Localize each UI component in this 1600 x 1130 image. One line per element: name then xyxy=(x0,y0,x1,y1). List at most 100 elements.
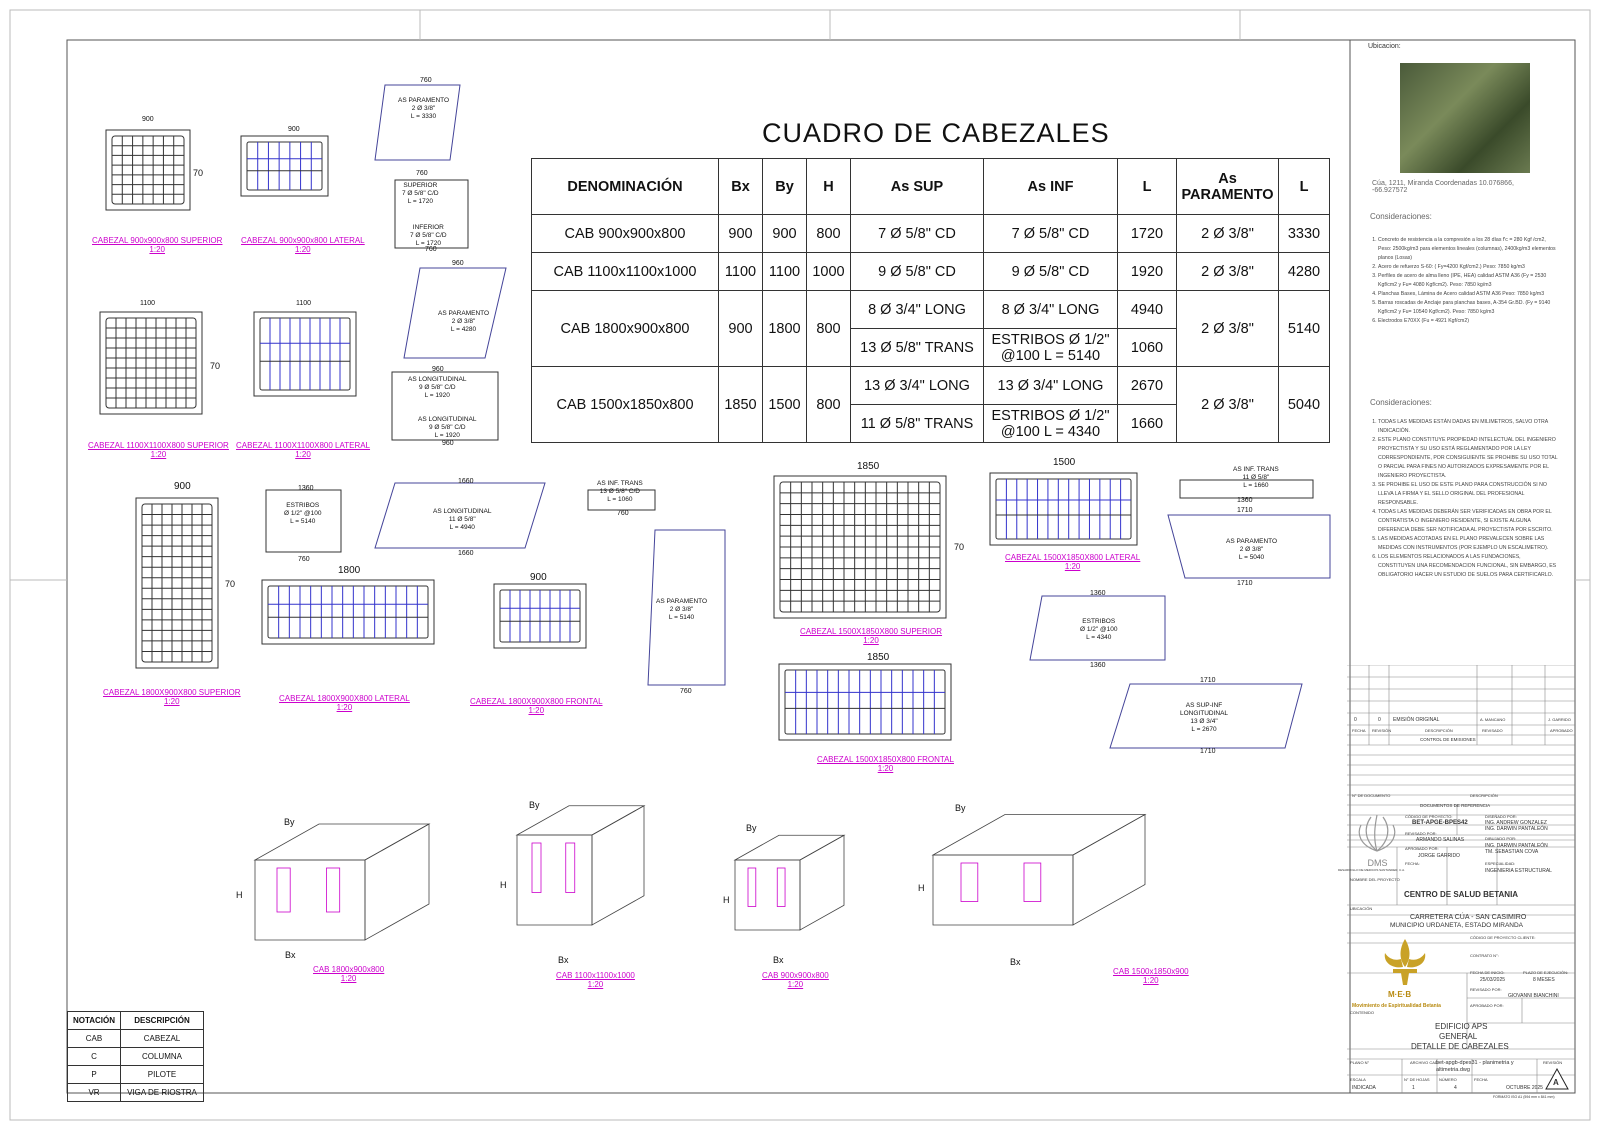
table-row: CAB 1100x1100x1000 1100 1100 1000 9 Ø 5/… xyxy=(531,252,1330,291)
control-emisiones: CONTROL DE EMISIONES xyxy=(1420,737,1476,742)
ubicacion-label: Ubicacion: xyxy=(1368,43,1401,50)
docs-referencia: DOCUMENTOS DE REFERENCIA xyxy=(1420,803,1491,808)
cell-l2: 4280 xyxy=(1278,252,1330,291)
col-as-paramento: As PARAMENTO xyxy=(1176,158,1279,215)
iso-axis: H xyxy=(500,880,507,890)
ubic-line-1: CARRETERA CÚA - SAN CASIMIRO xyxy=(1410,914,1527,921)
cell: PILOTE xyxy=(120,1065,204,1084)
dim-text: 70 xyxy=(954,542,965,552)
plan-900-lat-inner xyxy=(246,141,323,191)
plan-900-lat-outline xyxy=(240,135,329,197)
dim-text: 70 xyxy=(210,361,221,371)
iso-1500-side xyxy=(1072,813,1146,926)
dms-subtitle: DESARROLLO DE MEDICOS SANTANDER, C.A. xyxy=(1338,868,1405,872)
plan-1800-sup-inner xyxy=(141,503,213,663)
iso-axis: H xyxy=(236,890,243,900)
iso-1100-top xyxy=(515,805,646,836)
dim-text: 1360 xyxy=(298,485,314,492)
cons-item: ESTE PLANO CONSTITUYE PROPIEDAD INTELECT… xyxy=(1378,436,1558,481)
cell-by: 1500 xyxy=(762,366,807,443)
cell-l: 1720 xyxy=(1117,214,1177,253)
iso-900-front xyxy=(734,859,801,931)
revisado-name: A. MANCANO xyxy=(1480,717,1506,722)
dms-logo: DMS xyxy=(1355,813,1400,868)
cell-inf: 7 Ø 5/8" CD xyxy=(983,214,1118,253)
col-notacion: NOTACIÓN xyxy=(67,1011,121,1030)
contenido-2: GENERAL xyxy=(1439,1032,1478,1041)
table-title: CUADRO DE CABEZALES xyxy=(762,118,1110,148)
cons-item: SE PROHIBE EL USO DE ESTE PLANO PARA CON… xyxy=(1378,481,1558,508)
cell-sup: 13 Ø 5/8" TRANS xyxy=(850,328,984,367)
meb-text: M·E·B xyxy=(1388,990,1412,999)
dim-text: 1100 xyxy=(296,300,312,307)
iso-axis: By xyxy=(746,823,757,833)
especialidad: INGENIERIA ESTRUCTURAL xyxy=(1485,868,1552,874)
consideraciones-title: Consideraciones: xyxy=(1370,212,1432,221)
iso-axis: Bx xyxy=(773,955,784,965)
fecha2: OCTUBRE 2025 xyxy=(1506,1085,1543,1091)
hdr-revision: REVISIÓN xyxy=(1372,728,1392,733)
cell-name: CAB 1100x1100x1000 xyxy=(531,252,719,291)
cell-l: 1660 xyxy=(1117,404,1177,443)
aprobado2-label: APROBADO POR: xyxy=(1470,1003,1504,1008)
col-h: H xyxy=(806,158,851,215)
contrato-label: CONTRATO N°: xyxy=(1470,953,1499,958)
hdr-ndoc: N° DE DOCUMENTO xyxy=(1352,793,1391,798)
cell-par: 2 Ø 3/8" xyxy=(1176,214,1279,253)
cons-item: Planchas Bases, Lámina de Acero calidad … xyxy=(1378,290,1558,299)
iso-axis: Bx xyxy=(1010,957,1021,967)
cons-item: Perfiles de acero de alma lleno (IPE, HE… xyxy=(1378,272,1558,290)
revision-letter: A xyxy=(1553,1078,1559,1087)
cell-par: 2 Ø 3/8" xyxy=(1176,290,1279,367)
dim-text: 900 xyxy=(142,116,154,123)
plan-900-sup-inner xyxy=(111,135,185,205)
iso-900-pile xyxy=(747,867,757,907)
cod-cliente-label: CÓDIGO DE PROYECTO CLIENTE: xyxy=(1470,935,1536,940)
iso-axis: By xyxy=(529,800,540,810)
cons-item: LOS ELEMENTOS RELACIONADOS A LAS FUNDACI… xyxy=(1378,553,1558,580)
cell-l: 1920 xyxy=(1117,252,1177,291)
cell-sup: 7 Ø 5/8" CD xyxy=(850,214,984,253)
cell-par: 2 Ø 3/8" xyxy=(1176,366,1279,443)
fecha2-label: FECHA xyxy=(1474,1077,1488,1082)
dim-text: 900 xyxy=(174,481,191,492)
iso-1500-pile xyxy=(960,862,979,902)
plan-1500-sup-outline xyxy=(773,475,947,619)
dim-text: 1660 xyxy=(458,550,474,557)
cod-proy-label: CÓDIGO DE PROYECTO: xyxy=(1405,814,1453,819)
table-row: 11 Ø 5/8" TRANS ESTRIBOS Ø 1/2" @100 L =… xyxy=(532,404,1330,443)
iso-1100-pile xyxy=(565,842,576,893)
cell-inf: 9 Ø 5/8" CD xyxy=(983,252,1118,291)
revisado2-label: REVISADO POR: xyxy=(1470,987,1502,992)
archivo-label: ARCHIVO CAD xyxy=(1410,1060,1438,1065)
cell: P xyxy=(67,1065,121,1084)
table-row: CAB 900x900x800 900 900 800 7 Ø 5/8" CD … xyxy=(531,214,1330,253)
iso-1500-pile xyxy=(1023,862,1042,902)
col-as-sup: As SUP xyxy=(850,158,984,215)
contenido-3: DETALLE DE CABEZALES xyxy=(1411,1042,1509,1051)
iso-1500-front xyxy=(932,854,1074,926)
col-as-inf: As INF xyxy=(983,158,1118,215)
col-l2: L xyxy=(1278,158,1330,215)
hdr-fecha: FECHA xyxy=(1352,728,1366,733)
emision-text: EMISIÓN ORIGINAL xyxy=(1393,717,1440,723)
dim-text: 1360 xyxy=(1090,590,1106,597)
iso-1500-top xyxy=(931,814,1147,856)
iso-axis: Bx xyxy=(558,955,569,965)
dim-text: 1360 xyxy=(1090,662,1106,669)
fecha-label: FECHA: xyxy=(1405,861,1420,866)
ubicacion-label-tb: UBICACIÓN xyxy=(1350,906,1373,911)
dms-text: DMS xyxy=(1367,858,1388,868)
rev-fecha: 0 xyxy=(1354,717,1357,723)
dim-text: 1710 xyxy=(1200,748,1216,755)
